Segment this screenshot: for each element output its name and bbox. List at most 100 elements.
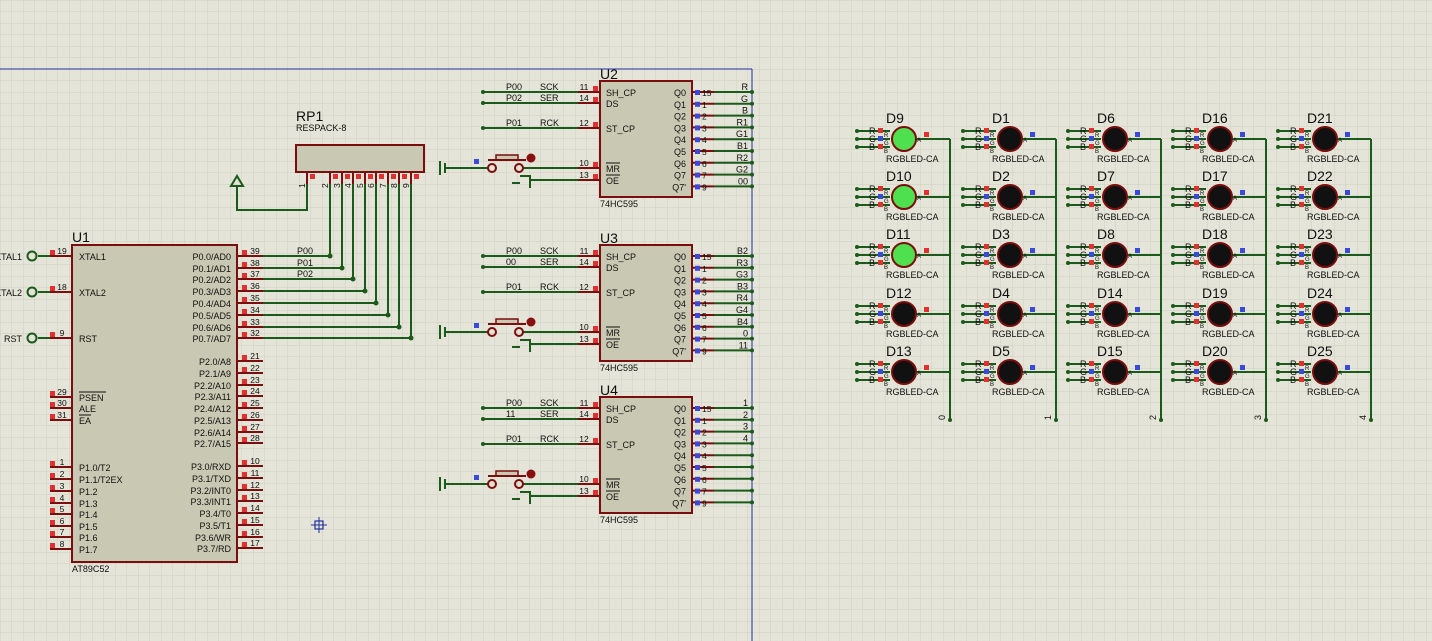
led-pin-sub: G <box>1200 141 1205 147</box>
shift-register-body[interactable] <box>599 80 693 198</box>
rp1-body[interactable] <box>295 144 425 173</box>
sr-pin-name: ST_CP <box>606 440 635 450</box>
net-label: P00 <box>297 246 313 256</box>
led-anode-label: A <box>1338 313 1342 319</box>
led-pin-sub: B <box>884 324 888 330</box>
led-pin-label: G <box>1290 134 1297 144</box>
led-pin-marker <box>1135 248 1140 253</box>
wire-end <box>1066 312 1070 316</box>
sr-pin-name: Q1 <box>674 264 686 274</box>
u1-pin-marker <box>242 507 247 512</box>
led-pin-sub: G <box>884 316 889 322</box>
led-pin-label: R <box>1185 184 1192 194</box>
led-pin-marker <box>984 128 989 133</box>
u1-pin-number: 9 <box>60 328 65 338</box>
led-pin-sub: B <box>884 207 888 213</box>
sr-pin-name: Q4 <box>674 299 686 309</box>
u1-microcontroller[interactable]: U1AT89C52XTAL119XTAL218RST9PSEN29ALE30EA… <box>50 229 263 574</box>
sr-pin-name: MR <box>606 480 620 490</box>
u1-pin-number: 39 <box>250 246 260 256</box>
led-pin-label: G <box>1185 367 1192 377</box>
sr-pin-number: 15 <box>702 88 712 98</box>
led-pin-marker <box>984 252 989 257</box>
sr-pin-number: 1 <box>702 100 707 110</box>
led-body-icon <box>1102 126 1128 152</box>
wire-end <box>855 362 859 366</box>
u1-pin-number: 2 <box>60 469 65 479</box>
u1-pin-marker <box>50 286 55 291</box>
sr-pin-name: Q7' <box>672 346 686 356</box>
led-part-name: RGBLED-CA <box>1097 212 1150 222</box>
led-pin-marker <box>1030 365 1035 370</box>
led-pin-marker <box>1194 202 1199 207</box>
led-pin-marker <box>924 132 929 137</box>
led-pin-sub: G <box>990 374 995 380</box>
wire-end <box>1276 203 1280 207</box>
led-pin-marker <box>1299 202 1304 207</box>
led-pin-sub: G <box>990 257 995 263</box>
shift-register-reference: U2 <box>600 66 618 82</box>
wire-end <box>961 245 965 249</box>
led-pin-marker <box>1194 369 1199 374</box>
led-reference: D21 <box>1307 110 1333 126</box>
u1-pin-number: 23 <box>250 375 260 385</box>
sr-pin-marker <box>695 101 700 107</box>
led-body-icon <box>997 126 1023 152</box>
sr-pin-name: SH_CP <box>606 404 636 414</box>
u1-pin-marker <box>50 473 55 478</box>
wire-end <box>750 254 754 258</box>
wire-end <box>750 90 754 94</box>
u1-pin-name: RST <box>79 334 98 344</box>
wire-end <box>750 160 754 165</box>
led-body-icon <box>997 242 1023 268</box>
u1-pin-number: 25 <box>250 398 260 408</box>
sr-pin-name: ST_CP <box>606 288 635 298</box>
reset-buttons[interactable] <box>474 153 536 489</box>
led-pin-marker <box>1299 303 1304 308</box>
shift-register-body[interactable] <box>599 244 693 362</box>
wire-end <box>1054 418 1058 422</box>
led-pin-label: R <box>975 359 982 369</box>
led-pin-marker <box>1240 132 1245 137</box>
sr-pin-name: ST_CP <box>606 124 635 134</box>
wire-end <box>1171 195 1175 199</box>
led-body-icon <box>1207 242 1233 268</box>
led-pin-marker <box>1345 248 1350 253</box>
sr-pin-marker <box>695 488 700 494</box>
led-pin-sub: R <box>1095 249 1100 255</box>
u1-pin-marker <box>242 484 247 489</box>
u1-body[interactable] <box>71 244 238 563</box>
misc-markers: XTAL1XTAL2RSTP00P01P02SCKP00SERP02RCKP01… <box>0 82 1368 533</box>
led-pin-label: B <box>1185 317 1191 327</box>
shift-register-body[interactable] <box>599 396 693 514</box>
